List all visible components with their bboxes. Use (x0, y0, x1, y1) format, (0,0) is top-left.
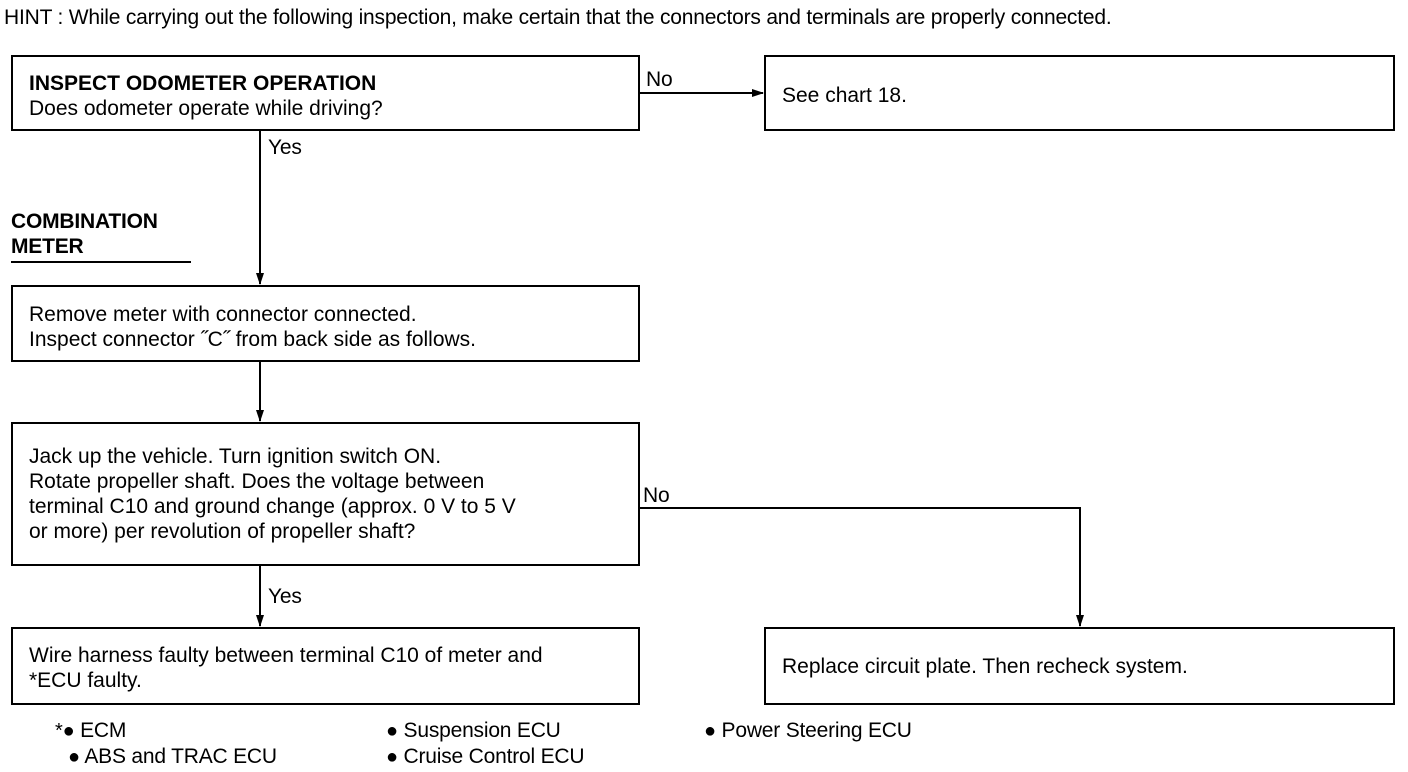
step1-no-label: No (646, 68, 673, 91)
result-yes-box: Wire harness faulty between terminal C10… (11, 627, 640, 705)
footnote-cruise: ● Cruise Control ECU (386, 744, 585, 770)
step3-box: Jack up the vehicle. Turn ignition switc… (11, 422, 640, 566)
step1-yes-label: Yes (268, 136, 302, 159)
footnote-suspension: ● Suspension ECU (386, 718, 561, 744)
footnote-cruise-bullet: ● (386, 746, 398, 768)
step2-line2: Inspect connector ˝C˝ from back side as … (29, 328, 477, 351)
step2-box: Remove meter with connector connected. I… (11, 285, 640, 362)
section-heading-line1: COMBINATION (11, 210, 158, 233)
result-yes-line1: Wire harness faulty between terminal C10… (29, 644, 543, 667)
step1-title: INSPECT ODOMETER OPERATION (29, 72, 377, 95)
footnote-power-steering-bullet: ● (704, 720, 716, 742)
result-no-text: Replace circuit plate. Then recheck syst… (782, 655, 1188, 678)
step1-question: Does odometer operate while driving? (29, 97, 383, 120)
result-no-box: Replace circuit plate. Then recheck syst… (764, 627, 1395, 705)
footnote-abs-label: ABS and TRAC ECU (84, 745, 277, 768)
footnote-abs: ● ABS and TRAC ECU (68, 744, 277, 770)
footnote-ecm: *● ECM (55, 718, 126, 744)
result-yes-line2: *ECU faulty. (29, 669, 142, 692)
footnote-cruise-label: Cruise Control ECU (403, 745, 585, 768)
footnote-abs-bullet: ● (68, 746, 80, 768)
step1-box: INSPECT ODOMETER OPERATION Does odometer… (11, 55, 640, 131)
footnote-ecm-label: ECM (80, 719, 127, 742)
step3-line3: terminal C10 and ground change (approx. … (29, 495, 516, 518)
step2-line1: Remove meter with connector connected. (29, 303, 417, 326)
hint-text: HINT : While carrying out the following … (4, 6, 1112, 29)
footnote-suspension-label: Suspension ECU (403, 719, 561, 742)
step3-line1: Jack up the vehicle. Turn ignition switc… (29, 445, 442, 468)
footnote-power-steering-label: Power Steering ECU (721, 719, 912, 742)
arrow-step3-no (639, 507, 1084, 627)
step3-yes-label: Yes (268, 585, 302, 608)
footnote-power-steering: ● Power Steering ECU (704, 718, 912, 744)
section-heading-line2: METER (11, 235, 84, 258)
chart18-box: See chart 18. (764, 55, 1395, 131)
step3-line2: Rotate propeller shaft. Does the voltage… (29, 470, 485, 493)
footnote-suspension-bullet: ● (386, 720, 398, 742)
chart18-text: See chart 18. (782, 84, 907, 107)
step3-no-label: No (643, 484, 670, 507)
step3-line4: or more) per revolution of propeller sha… (29, 520, 416, 543)
footnote-ecm-marker: *● (55, 720, 75, 742)
